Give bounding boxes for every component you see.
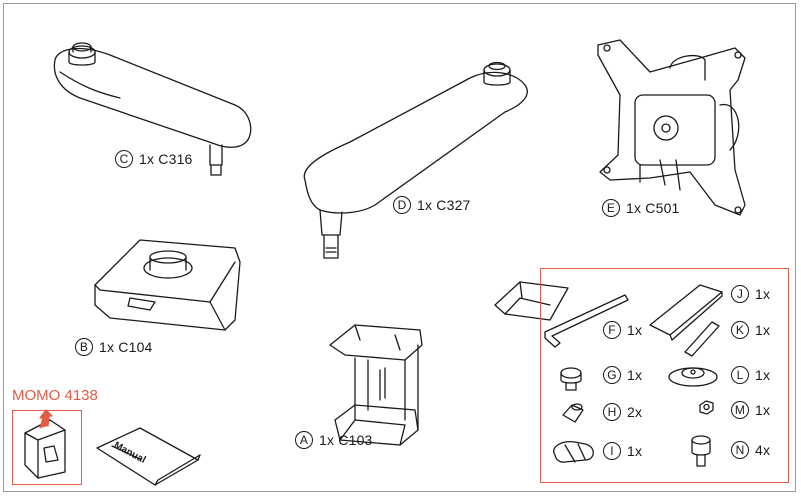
kit-qty-l: 1x (755, 367, 771, 383)
kit-letter-m: M (731, 401, 749, 419)
part-code-c103: 1x C103 (319, 432, 373, 448)
kit-label-i: I 1x (603, 442, 642, 460)
cable-clip-illustration (553, 441, 594, 463)
momo-product-box-illustration (24, 409, 66, 479)
part-letter-e: E (602, 199, 620, 217)
kit-qty-h: 2x (627, 404, 643, 420)
part-code-c327: 1x C327 (417, 197, 471, 213)
arm-c327-illustration (303, 61, 528, 259)
spacer-h-illustration (562, 403, 584, 423)
kit-label-h: H 2x (603, 403, 642, 421)
kit-label-j: J 1x (731, 285, 770, 303)
kit-label-n: N 4x (731, 441, 770, 459)
kit-label-k: K 1x (731, 321, 770, 339)
kit-qty-n: 4x (755, 442, 771, 458)
part-letter-b: B (75, 338, 93, 356)
kit-letter-n: N (731, 441, 749, 459)
kit-letter-h: H (603, 403, 621, 421)
part-label-c: C 1x C316 (115, 150, 193, 168)
part-label-b: B 1x C104 (75, 338, 153, 356)
part-letter-c: C (115, 150, 133, 168)
hex-key-illustration (544, 294, 629, 348)
hardware-kit-box (540, 268, 789, 483)
part-label-e: E 1x C501 (602, 199, 680, 217)
kit-qty-g: 1x (627, 367, 643, 383)
arm-c316-illustration (53, 42, 252, 176)
rod-k-illustration (684, 321, 720, 357)
part-code-c104: 1x C104 (99, 339, 153, 355)
kit-letter-i: I (603, 442, 621, 460)
momo-box-frame (12, 410, 82, 485)
part-code-c316: 1x C316 (139, 151, 193, 167)
nut-m-illustration (699, 400, 714, 415)
kit-qty-f: 1x (627, 322, 643, 338)
disc-l-illustration (668, 367, 718, 387)
part-label-a: A 1x C103 (295, 431, 373, 449)
part-label-d: D 1x C327 (393, 196, 471, 214)
kit-label-l: L 1x (731, 366, 770, 384)
kit-label-m: M 1x (731, 401, 770, 419)
kit-qty-k: 1x (755, 322, 771, 338)
kit-qty-i: 1x (627, 443, 643, 459)
part-letter-d: D (393, 196, 411, 214)
product-title: MOMO 4138 (12, 387, 98, 404)
part-letter-a: A (295, 431, 313, 449)
kit-letter-f: F (603, 321, 621, 339)
kit-letter-l: L (731, 366, 749, 384)
desk-base-c104-illustration (94, 239, 241, 331)
knob-n-illustration (691, 435, 711, 467)
vesa-plate-c501-illustration (597, 39, 746, 216)
kit-qty-j: 1x (755, 286, 771, 302)
kit-label-f: F 1x (603, 321, 642, 339)
clamp-c103-illustration (329, 324, 423, 446)
part-code-c501: 1x C501 (626, 200, 680, 216)
manual-booklet-illustration (96, 427, 201, 486)
pad-j-illustration (649, 284, 723, 341)
kit-letter-j: J (731, 285, 749, 303)
kit-qty-m: 1x (755, 402, 771, 418)
kit-letter-g: G (603, 366, 621, 384)
diagram-frame (3, 3, 796, 492)
kit-label-g: G 1x (603, 366, 642, 384)
kit-letter-k: K (731, 321, 749, 339)
screw-g-illustration (560, 367, 582, 391)
